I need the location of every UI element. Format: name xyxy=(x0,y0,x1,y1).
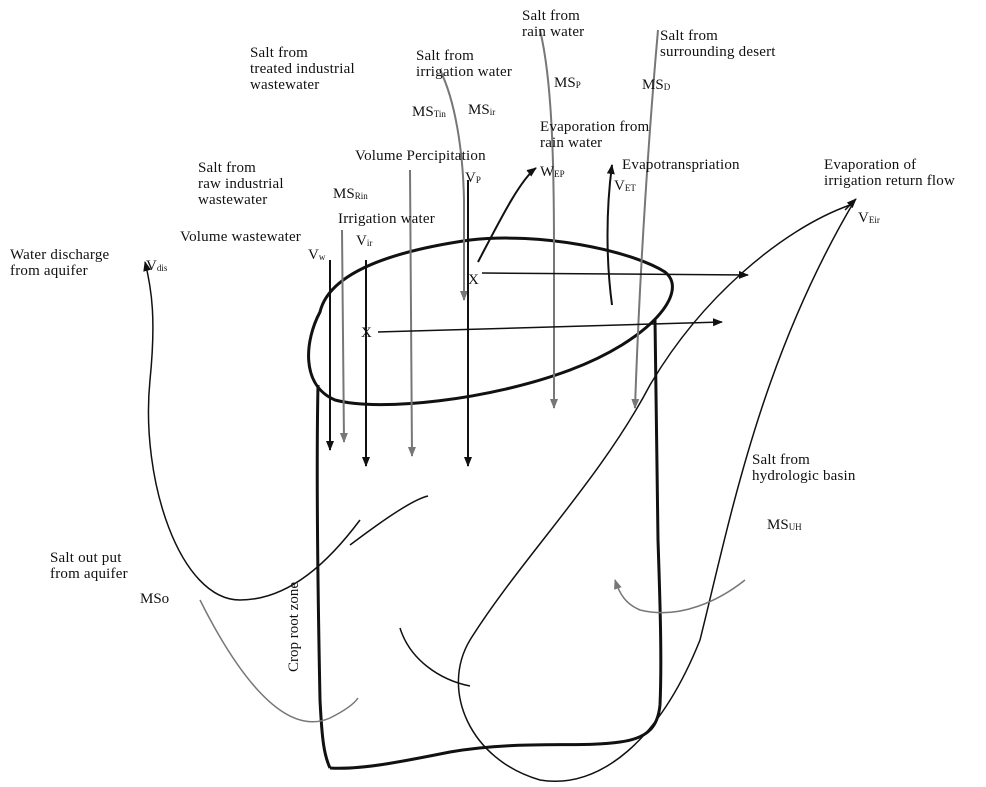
arrow-evapotranspiration xyxy=(608,165,613,305)
label-volume-wastewater: Volume wastewater xyxy=(180,229,301,245)
curve-inner-lower xyxy=(400,628,470,686)
label-volume-percipitation: Volume Percipitation xyxy=(355,148,486,164)
symbol-v-dis: Vdis xyxy=(146,258,167,276)
symbol-ms-ir: MSir xyxy=(468,102,495,120)
symbol-w-ep: WEP xyxy=(540,164,565,182)
label-salt-hydrologic-basin: Salt from hydrologic basin xyxy=(752,452,856,484)
x-mark-lower: X xyxy=(361,325,372,342)
root-zone-left-wall xyxy=(317,385,330,768)
root-zone-bottom xyxy=(330,705,660,768)
symbol-ms-p: MSP xyxy=(554,75,581,93)
symbol-ms-d: MSD xyxy=(642,77,670,95)
x-mark-upper: X xyxy=(468,272,479,289)
arrow-salt-raw-industrial xyxy=(342,230,344,442)
arrow-x2-right xyxy=(378,322,722,332)
symbol-v-et: VET xyxy=(614,178,636,196)
arrow-evaporation-rain xyxy=(478,168,536,262)
label-salt-raw-industrial: Salt from raw industrial wastewater xyxy=(198,160,284,208)
label-crop-root-zone: Crop root zone xyxy=(286,582,303,672)
symbol-ms-rin: MSRin xyxy=(333,186,368,204)
arrow-salt-output-aquifer xyxy=(200,600,358,722)
label-salt-output-aquifer: Salt out put from aquifer xyxy=(50,550,128,582)
label-evaporation-return-flow: Evaporation of irrigation return flow xyxy=(824,157,955,189)
arrow-water-discharge xyxy=(145,262,360,600)
arrow-salt-rain-water xyxy=(540,30,554,408)
symbol-v-eir: VEir xyxy=(858,210,880,228)
symbol-ms-tin: MSTin xyxy=(412,104,446,122)
label-water-discharge: Water discharge from aquifer xyxy=(10,247,109,279)
root-zone-right-wall xyxy=(655,320,661,705)
root-zone-top-ellipse xyxy=(309,238,673,405)
label-irrigation-water: Irrigation water xyxy=(338,211,435,227)
arrow-salt-hydrologic-basin xyxy=(615,580,745,613)
curve-inner-upper xyxy=(350,496,428,545)
label-salt-rain-water: Salt from rain water xyxy=(522,8,584,40)
symbol-v-w: Vw xyxy=(308,247,325,265)
symbol-ms-o: MSo xyxy=(140,591,169,607)
label-salt-irrigation-water: Salt from irrigation water xyxy=(416,48,512,80)
label-evapotranspriation: Evapotranspriation xyxy=(622,157,740,173)
label-evaporation-rain-water: Evaporation from rain water xyxy=(540,119,649,151)
symbol-v-p: VP xyxy=(465,170,481,188)
label-salt-treated-industrial: Salt from treated industrial wastewater xyxy=(250,45,355,93)
label-salt-surrounding-desert: Salt from surrounding desert xyxy=(660,28,776,60)
symbol-ms-uh: MSUH xyxy=(767,517,802,535)
symbol-v-ir: Vir xyxy=(356,233,372,251)
arrow-x1-right xyxy=(482,273,748,275)
